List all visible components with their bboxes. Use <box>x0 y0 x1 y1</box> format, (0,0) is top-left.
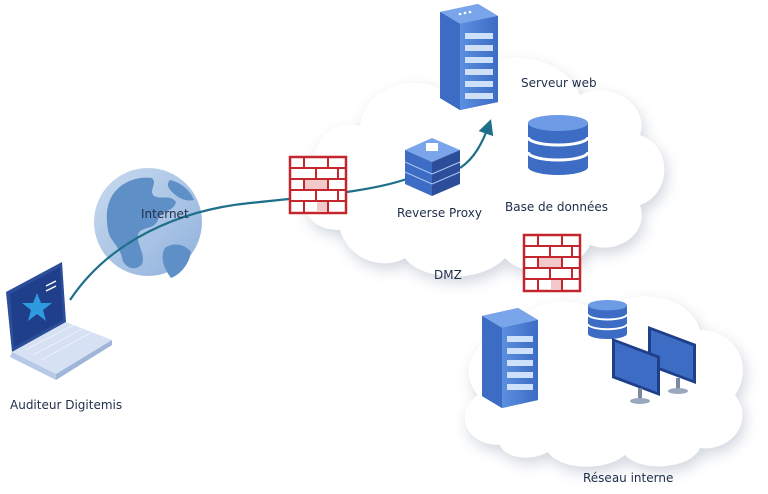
auditor-label: Auditeur Digitemis <box>10 398 123 412</box>
database-icon <box>587 299 628 340</box>
web-server-label: Serveur web <box>521 76 597 90</box>
laptop-icon <box>6 262 112 380</box>
reverse-proxy-label: Reverse Proxy <box>397 206 482 220</box>
dmz-cloud <box>305 57 665 277</box>
connection-line <box>69 175 413 301</box>
internal-network-label: Réseau interne <box>583 471 674 485</box>
dmz-label: DMZ <box>434 268 462 282</box>
server-icon <box>440 4 498 110</box>
database-label: Base de données <box>505 200 609 214</box>
server-icon <box>482 308 538 408</box>
globe-icon <box>94 168 202 278</box>
server-icon <box>404 138 461 196</box>
internet-label: Internet <box>141 207 189 221</box>
firewall-icon <box>288 155 348 215</box>
monitor-icon <box>612 338 660 404</box>
firewall-icon <box>522 233 582 293</box>
database-icon <box>526 113 590 177</box>
connection-arrow <box>459 119 494 169</box>
